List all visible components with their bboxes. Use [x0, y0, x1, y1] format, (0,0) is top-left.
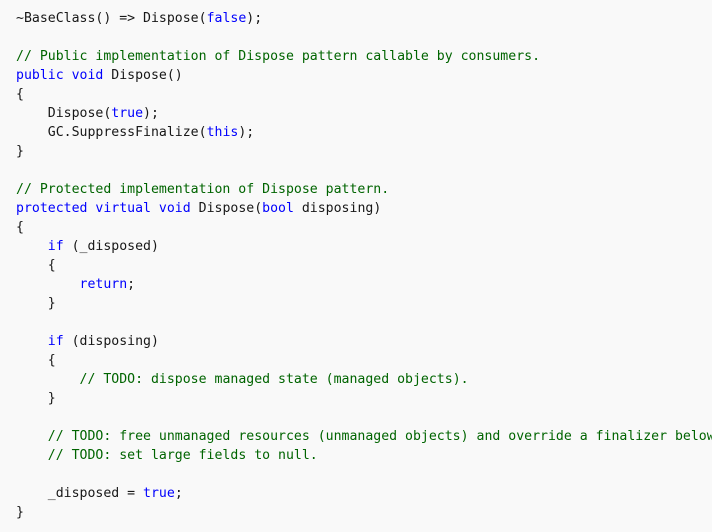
- code-line: {: [16, 218, 712, 237]
- code-line: GC.SuppressFinalize(this);: [16, 123, 712, 142]
- code-line: if (disposing): [16, 332, 712, 351]
- code-keyword: bool: [262, 201, 294, 216]
- code-text: }: [16, 296, 56, 311]
- code-text: [16, 277, 80, 292]
- code-line: [16, 313, 712, 332]
- code-keyword: false: [206, 11, 247, 26]
- code-text: ;: [127, 277, 136, 292]
- code-text: [16, 239, 48, 254]
- code-text: );: [246, 11, 263, 26]
- code-line: {: [16, 85, 712, 104]
- code-line: }: [16, 503, 712, 522]
- code-text: );: [238, 125, 255, 140]
- code-line: }: [16, 294, 712, 313]
- code-line: [16, 28, 712, 47]
- code-keyword: true: [111, 106, 144, 121]
- code-keyword: if: [47, 334, 64, 349]
- code-comment: // Protected implementation of Dispose p…: [16, 182, 390, 197]
- code-line: // TODO: free unmanaged resources (unman…: [16, 427, 712, 446]
- code-keyword: protected virtual void: [16, 201, 199, 216]
- code-text: (disposing): [63, 334, 159, 349]
- code-text: GC.SuppressFinalize(: [16, 125, 207, 140]
- code-line: // Protected implementation of Dispose p…: [16, 180, 712, 199]
- code-line: [16, 408, 712, 427]
- code-text: [16, 448, 48, 463]
- code-line: _disposed = true;: [16, 484, 712, 503]
- code-line: [16, 161, 712, 180]
- code-text: {: [16, 353, 56, 368]
- code-text: {: [16, 258, 56, 273]
- code-text: ;: [174, 486, 183, 501]
- code-line: }: [16, 142, 712, 161]
- code-comment: // Public implementation of Dispose patt…: [16, 49, 541, 64]
- code-keyword: if: [47, 239, 64, 254]
- code-comment: // TODO: dispose managed state (managed …: [79, 372, 469, 387]
- code-keyword: this: [206, 125, 239, 140]
- code-text: {: [16, 220, 24, 235]
- code-line: return;: [16, 275, 712, 294]
- code-line: protected virtual void Dispose(bool disp…: [16, 199, 712, 218]
- code-line: ~BaseClass() => Dispose(false);: [16, 9, 712, 28]
- code-line: {: [16, 256, 712, 275]
- code-line: // TODO: dispose managed state (managed …: [16, 370, 712, 389]
- code-comment: // TODO: free unmanaged resources (unman…: [47, 429, 712, 444]
- code-text: );: [143, 106, 159, 121]
- code-text: [16, 429, 48, 444]
- code-line: [16, 465, 712, 484]
- code-line: // TODO: set large fields to null.: [16, 446, 712, 465]
- code-keyword: true: [143, 486, 175, 501]
- code-text: disposing): [293, 201, 382, 216]
- code-text: Dispose(): [111, 68, 183, 83]
- code-text: [16, 334, 48, 349]
- code-text: {: [16, 87, 24, 102]
- code-line: public void Dispose(): [16, 66, 712, 85]
- code-keyword: public void: [16, 68, 112, 83]
- code-comment: // TODO: set large fields to null.: [47, 448, 318, 463]
- code-text: [16, 372, 80, 387]
- code-text: }: [16, 391, 56, 406]
- code-line: if (_disposed): [16, 237, 712, 256]
- code-line: Dispose(true);: [16, 104, 712, 123]
- code-text: _disposed =: [16, 486, 144, 501]
- code-line: }: [16, 389, 712, 408]
- code-text: ~BaseClass() => Dispose(: [16, 11, 207, 26]
- code-text: Dispose(: [198, 201, 263, 216]
- code-line: {: [16, 351, 712, 370]
- code-text: }: [16, 144, 24, 159]
- code-text: (_disposed): [63, 239, 159, 254]
- code-keyword: return: [79, 277, 128, 292]
- code-line: // Public implementation of Dispose patt…: [16, 47, 712, 66]
- code-text: }: [16, 505, 24, 520]
- code-text: Dispose(: [16, 106, 112, 121]
